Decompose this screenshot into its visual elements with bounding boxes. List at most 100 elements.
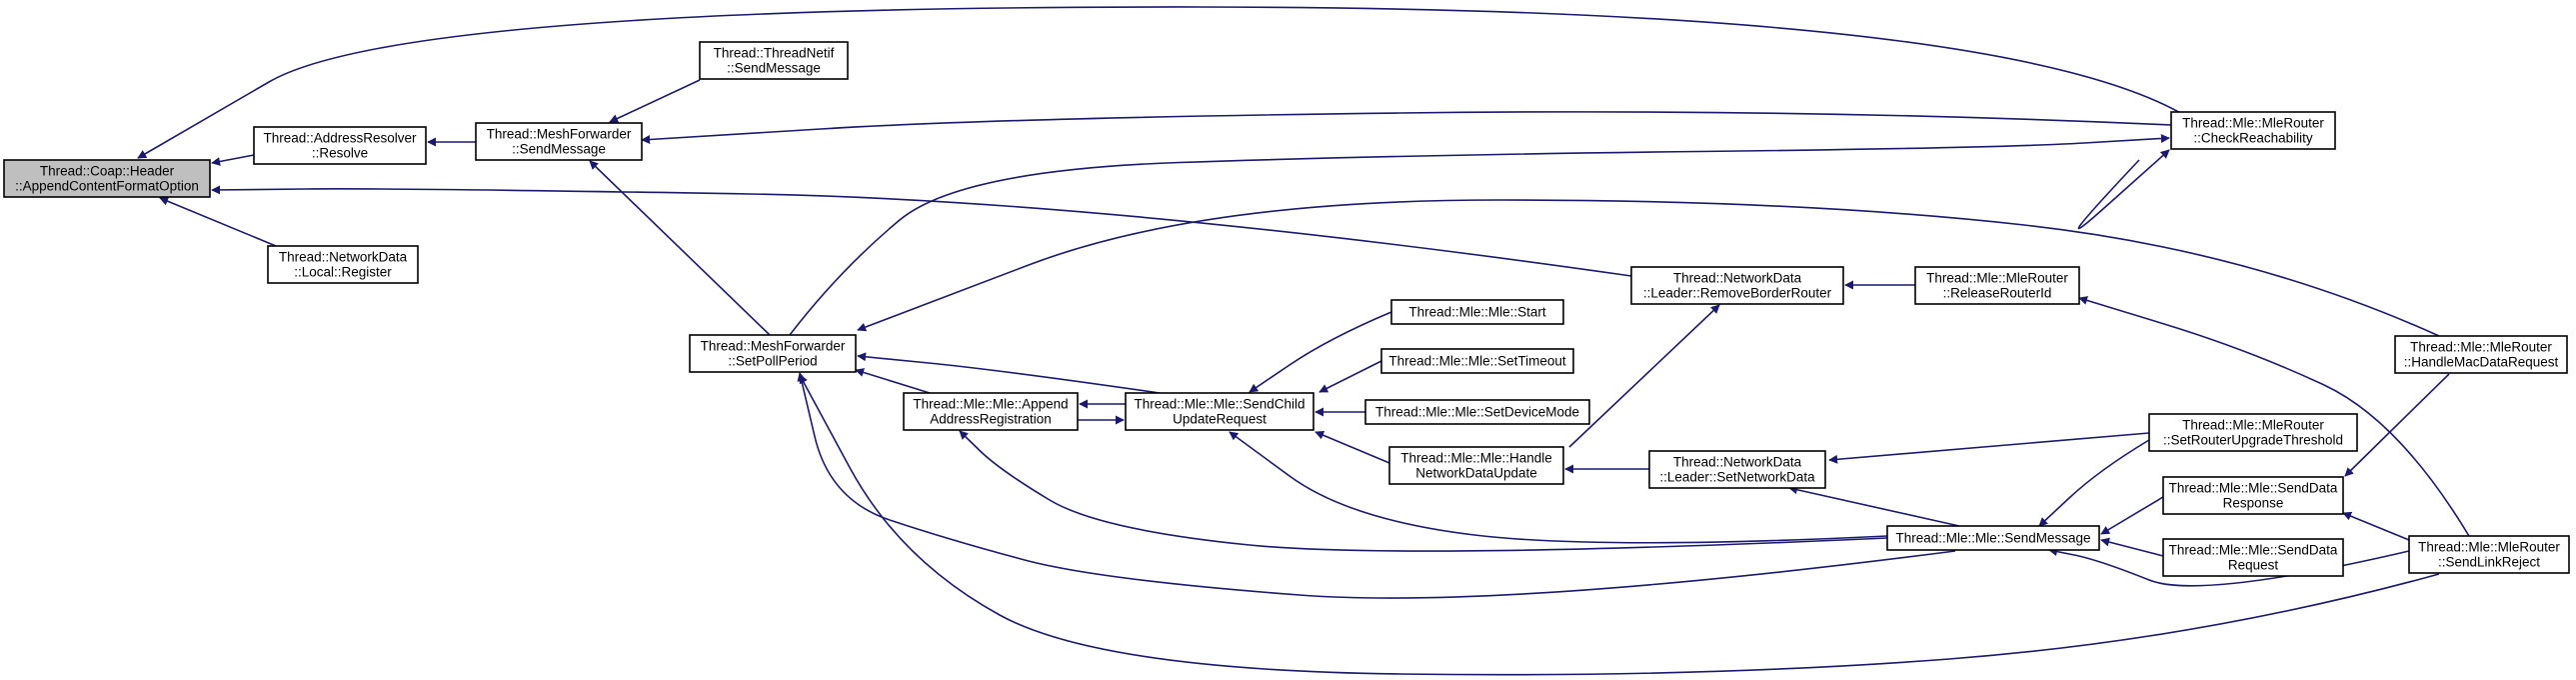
edge-mlesend-to-setpoll xyxy=(797,372,1956,599)
node-label-line: Thread::Mle::Mle::Append xyxy=(913,397,1068,412)
edge-settimeout-to-sendchild xyxy=(1318,360,1382,393)
edge-senddatareq-to-mlesend xyxy=(2100,537,2164,557)
node-root[interactable]: Thread::Coap::Header::AppendContentForma… xyxy=(3,159,211,198)
node-handlemac[interactable]: Thread::Mle::MleRouter::HandleMacDataReq… xyxy=(2394,335,2568,374)
edge-ndlocal-to-root xyxy=(159,196,277,247)
nodes-layer: Thread::Coap::Header::AppendContentForma… xyxy=(3,41,2570,577)
node-box xyxy=(1914,266,2080,305)
node-mlesend[interactable]: Thread::Mle::Mle::SendMessage xyxy=(1886,525,2100,551)
edge-upgradethr-to-setnd xyxy=(1828,432,2150,464)
node-box xyxy=(1886,525,2100,551)
node-box xyxy=(1630,266,1844,305)
node-label-line: Thread::MeshForwarder xyxy=(701,339,846,354)
edge-start-to-sendchild xyxy=(1249,311,1392,393)
edge-handlemac-to-senddataresp xyxy=(2344,373,2450,477)
node-label-line: ::SendMessage xyxy=(727,61,821,76)
node-label-line: Thread::MeshForwarder xyxy=(487,127,632,142)
node-label-line: Thread::ThreadNetif xyxy=(714,46,835,61)
edge-netif-to-mfsend xyxy=(609,79,701,123)
node-label-line: Thread::Mle::MleRouter xyxy=(2182,116,2324,131)
edges-layer xyxy=(137,6,2470,676)
edge-checkreach-to-mfsend xyxy=(641,111,2172,144)
node-upgradethr[interactable]: Thread::Mle::MleRouter::SetRouterUpgrade… xyxy=(2148,413,2358,452)
node-label-line: Thread::Mle::Mle::SetDeviceMode xyxy=(1375,405,1579,420)
edge-releaserid-to-checkreach xyxy=(2077,149,2170,230)
edge-checkreach-to-root xyxy=(137,6,2185,159)
edge-linkreject-to-setpoll xyxy=(799,374,2440,676)
node-box xyxy=(1364,399,1590,425)
node-label-line: Thread::Mle::Mle::SendData xyxy=(2169,481,2338,496)
edge-setpoll-to-mfsend xyxy=(589,160,771,336)
node-box xyxy=(3,159,211,198)
node-label-line: ::AppendContentFormatOption xyxy=(15,179,199,194)
node-box xyxy=(2170,111,2336,150)
edge-addrres-to-root xyxy=(211,154,255,166)
node-mfsend[interactable]: Thread::MeshForwarder::SendMessage xyxy=(475,122,643,161)
node-releaserid[interactable]: Thread::Mle::MleRouter::ReleaseRouterId xyxy=(1914,266,2080,305)
node-label-line: Thread::Mle::Mle::Start xyxy=(1408,305,1546,320)
node-label-line: Thread::Mle::MleRouter xyxy=(2410,340,2552,355)
node-box xyxy=(1648,450,1826,489)
node-label-line: ::SetPollPeriod xyxy=(728,354,817,369)
edge-sendchild-to-setpoll xyxy=(857,352,1161,394)
node-setnd[interactable]: Thread::NetworkData::Leader::SetNetworkD… xyxy=(1648,450,1826,489)
edge-linkreject-to-senddataresp xyxy=(2342,511,2410,541)
node-label-line: ::SendLinkReject xyxy=(2438,555,2540,570)
node-box xyxy=(1390,299,1564,325)
node-label-line: NetworkDataUpdate xyxy=(1415,466,1537,481)
edge-setpoll-to-checkreach xyxy=(789,133,2170,336)
node-netif[interactable]: Thread::ThreadNetif::SendMessage xyxy=(699,41,849,80)
edge-handlemac-to-setpoll xyxy=(857,199,2440,337)
node-ndlocal[interactable]: Thread::NetworkData::Local::Register xyxy=(267,245,419,284)
node-label-line: Thread::Mle::Mle::SendMessage xyxy=(1895,531,2090,546)
edge-handlend-to-rmborder xyxy=(1568,304,1720,448)
node-label-line: Thread::NetworkData xyxy=(279,250,408,265)
node-label-line: Thread::NetworkData xyxy=(1673,455,1802,470)
edge-senddataresp-to-mlesend xyxy=(2100,496,2164,535)
node-label-line: Thread::Coap::Header xyxy=(40,164,175,179)
node-label-line: Thread::Mle::Mle::SendChild xyxy=(1134,397,1304,412)
node-box xyxy=(267,245,419,284)
node-label-line: AddressRegistration xyxy=(930,412,1052,427)
edge-rmborder-to-root xyxy=(211,185,1632,277)
node-appendaddr[interactable]: Thread::Mle::Mle::AppendAddressRegistrat… xyxy=(903,392,1079,431)
node-linkreject[interactable]: Thread::Mle::MleRouter::SendLinkReject xyxy=(2408,535,2570,574)
node-box xyxy=(2162,538,2344,577)
node-label-line: ::SetRouterUpgradeThreshold xyxy=(2163,433,2343,448)
edge-mlesend-to-setnd xyxy=(1788,485,1960,527)
node-label-line: ::SendMessage xyxy=(512,142,606,157)
edge-handlend-to-sendchild xyxy=(1314,430,1390,464)
node-label-line: Response xyxy=(2223,496,2284,511)
node-box xyxy=(1380,348,1574,374)
node-rmborder[interactable]: Thread::NetworkData::Leader::RemoveBorde… xyxy=(1630,266,1844,305)
node-setdevmode[interactable]: Thread::Mle::Mle::SetDeviceMode xyxy=(1364,399,1590,425)
node-setpoll[interactable]: Thread::MeshForwarder::SetPollPeriod xyxy=(689,334,857,373)
node-box xyxy=(253,126,427,165)
edge-upgradethr-to-mlesend xyxy=(2038,439,2150,527)
node-label-line: ::HandleMacDataRequest xyxy=(2404,355,2559,370)
node-start[interactable]: Thread::Mle::Mle::Start xyxy=(1390,299,1564,325)
node-label-line: Thread::Mle::Mle::Handle xyxy=(1400,451,1552,466)
edge-mlesend-to-sendchild xyxy=(1229,431,1888,544)
edge-appendaddr-to-setpoll xyxy=(855,368,931,394)
node-label-line: Request xyxy=(2228,558,2279,573)
node-box xyxy=(699,41,849,80)
node-label-line: Thread::Mle::MleRouter xyxy=(2418,540,2560,555)
node-settimeout[interactable]: Thread::Mle::Mle::SetTimeout xyxy=(1380,348,1574,374)
edge-linkreject-to-releaserid xyxy=(2078,296,2470,537)
node-label-line: ::CheckReachability xyxy=(2193,131,2313,146)
node-box xyxy=(2394,335,2568,374)
node-checkreach[interactable]: Thread::Mle::MleRouter::CheckReachabilit… xyxy=(2170,111,2336,150)
node-label-line: Thread::Mle::MleRouter xyxy=(1926,271,2068,286)
node-box xyxy=(1125,392,1314,431)
node-label-line: Thread::Mle::MleRouter xyxy=(2182,418,2324,433)
node-box xyxy=(689,334,857,373)
node-label-line: Thread::Mle::Mle::SetTimeout xyxy=(1388,354,1566,369)
node-addrres[interactable]: Thread::AddressResolver::Resolve xyxy=(253,126,427,165)
node-label-line: ::Local::Register xyxy=(294,265,392,280)
node-handlend[interactable]: Thread::Mle::Mle::HandleNetworkDataUpdat… xyxy=(1388,446,1564,485)
